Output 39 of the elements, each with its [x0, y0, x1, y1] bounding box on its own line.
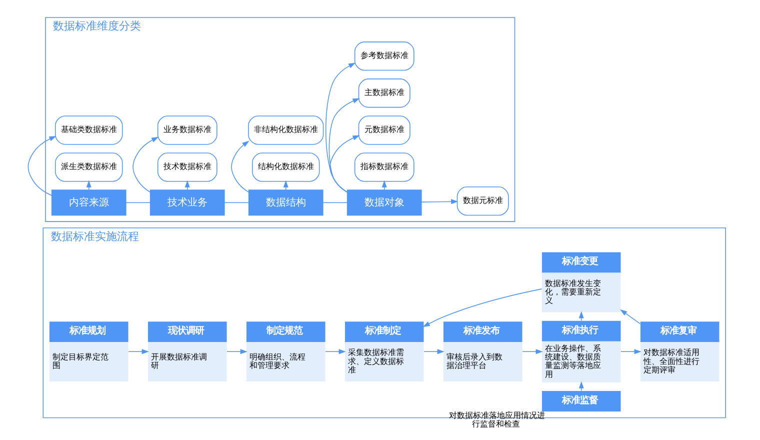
- node-box: 数据对象: [346, 190, 422, 216]
- node-box: 技术数据标准: [157, 152, 218, 182]
- arrow: [421, 199, 458, 204]
- arrow: [328, 98, 360, 193]
- node-box: 指标数据标准: [354, 152, 414, 182]
- arrow: [184, 180, 190, 190]
- arrow: [28, 136, 56, 196]
- node-box: 数据元标准: [456, 186, 509, 216]
- arrow: [620, 309, 641, 324]
- arrow: [330, 135, 360, 193]
- arrow: [231, 140, 250, 193]
- node-box: 派生类数据标准: [54, 152, 123, 182]
- node-box: 结构化数据标准: [252, 152, 320, 182]
- arrow: [325, 349, 346, 354]
- arrow: [424, 349, 444, 354]
- node-box: 内容来源: [51, 190, 126, 216]
- node-box: 非结构化数据标准: [248, 116, 324, 145]
- node-box: 主数据标准: [358, 78, 410, 108]
- connector: [224, 202, 250, 204]
- arrow: [522, 349, 543, 354]
- node-box: 基础类数据标准: [54, 116, 123, 145]
- node-box: 标准监督: [542, 391, 621, 412]
- arrow: [620, 349, 642, 354]
- arrow: [382, 180, 387, 190]
- node-box: 元数据标准: [358, 116, 410, 145]
- node-box: 数据结构: [248, 190, 324, 216]
- node-label: 对数据标准落地应用情况进行监督和检查: [448, 410, 545, 428]
- arrow: [86, 180, 92, 190]
- node-box: 业务数据标准: [157, 116, 218, 145]
- arrow: [422, 288, 542, 328]
- connector: [126, 202, 151, 204]
- node-box: 参考数据标准: [354, 42, 414, 71]
- connector: [322, 202, 348, 204]
- node-box: 技术业务: [150, 190, 225, 216]
- arrow: [325, 62, 356, 193]
- arrow: [128, 349, 149, 354]
- arrow: [283, 180, 288, 190]
- arrow: [226, 349, 248, 354]
- arrow: [132, 136, 159, 193]
